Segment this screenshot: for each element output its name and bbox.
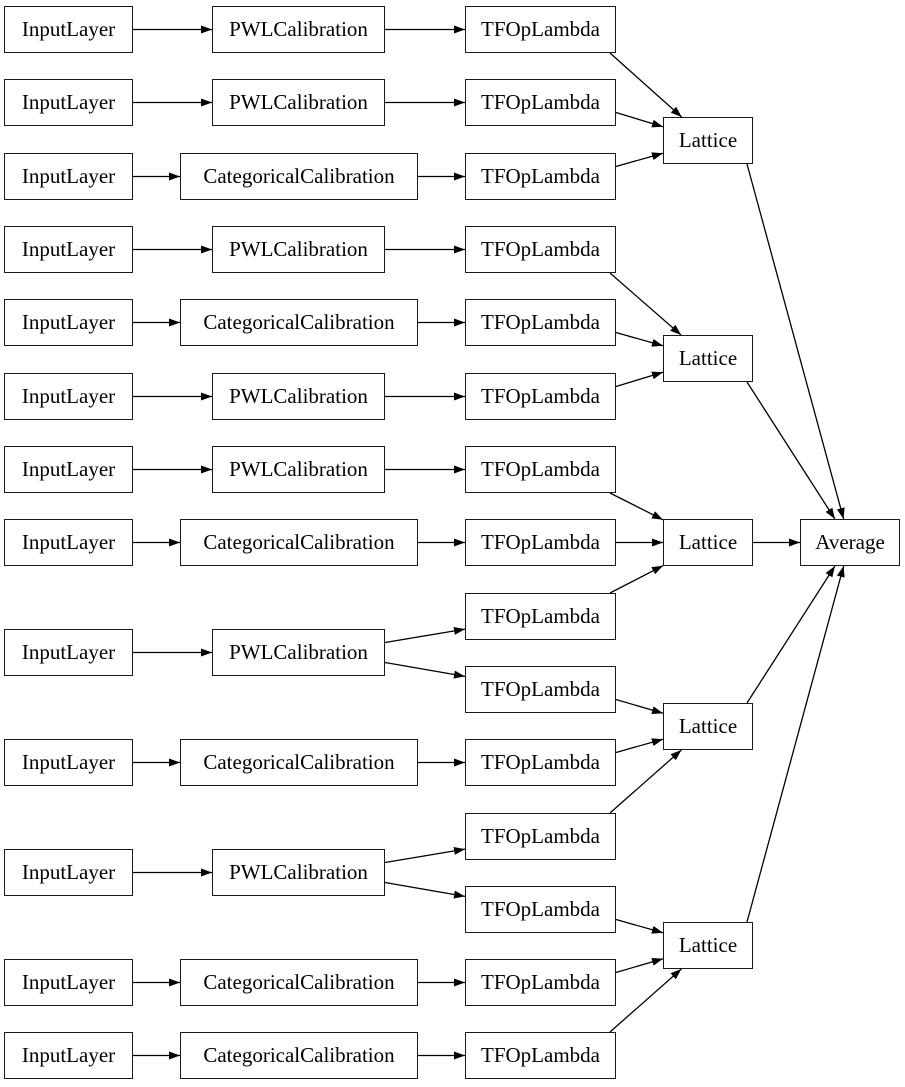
node-tfop-9: TFOpLambda [465, 593, 616, 640]
node-input-8: InputLayer [4, 519, 133, 566]
node-pwlcal-1: PWLCalibration [212, 6, 385, 53]
node-tfop-2: TFOpLambda [465, 79, 616, 126]
edge-tfop-3-lattice-1 [615, 152, 664, 168]
node-pwlcal-6: PWLCalibration [212, 373, 385, 420]
edge-tfop-13-lattice-5 [615, 918, 664, 934]
node-tfop-6: TFOpLambda [465, 373, 616, 420]
edge-tfop-7-lattice-3 [609, 492, 664, 521]
edge-tfop-6-lattice-2 [615, 371, 664, 388]
node-lattice-4: Lattice [663, 703, 753, 750]
node-tfop-11: TFOpLambda [465, 739, 616, 786]
node-input-11: InputLayer [4, 849, 133, 896]
node-input-6: InputLayer [4, 373, 133, 420]
node-tfop-8: TFOpLambda [465, 519, 616, 566]
node-lattice-2: Lattice [663, 335, 753, 382]
edge-lattice-1-average [746, 163, 845, 520]
node-catcal-13: CategoricalCalibration [180, 1032, 418, 1079]
edge-pwlcal-9-tfop-10 [384, 661, 466, 679]
node-lattice-5: Lattice [663, 922, 753, 969]
node-input-1: InputLayer [4, 6, 133, 53]
node-tfop-15: TFOpLambda [465, 1032, 616, 1079]
node-tfop-3: TFOpLambda [465, 153, 616, 200]
node-tfop-13: TFOpLambda [465, 886, 616, 933]
node-input-2: InputLayer [4, 79, 133, 126]
node-average: Average [800, 519, 900, 566]
edge-tfop-1-lattice-1 [609, 52, 683, 118]
edge-tfop-5-lattice-2 [615, 331, 664, 347]
edge-pwlcal-11-tfop-13 [384, 881, 466, 899]
node-lattice-3: Lattice [663, 519, 753, 566]
edge-lattice-4-average [746, 565, 836, 704]
node-pwlcal-4: PWLCalibration [212, 226, 385, 273]
edge-tfop-15-lattice-5 [609, 968, 682, 1033]
edge-pwlcal-9-tfop-9 [384, 626, 466, 644]
edge-lattice-2-average [746, 381, 836, 520]
edge-tfop-11-lattice-4 [615, 738, 664, 754]
edge-tfop-2-lattice-1 [615, 111, 664, 128]
node-pwlcal-7: PWLCalibration [212, 446, 385, 493]
node-lattice-1: Lattice [663, 117, 753, 164]
node-input-3: InputLayer [4, 153, 133, 200]
node-input-9: InputLayer [4, 629, 133, 676]
edge-pwlcal-11-tfop-12 [384, 846, 466, 864]
node-tfop-7: TFOpLambda [465, 446, 616, 493]
edge-tfop-10-lattice-4 [615, 698, 664, 715]
node-tfop-4: TFOpLambda [465, 226, 616, 273]
node-catcal-12: CategoricalCalibration [180, 959, 418, 1006]
node-pwlcal-2: PWLCalibration [212, 79, 385, 126]
edge-tfop-12-lattice-4 [609, 749, 682, 814]
edge-tfop-14-lattice-5 [615, 957, 664, 974]
node-tfop-14: TFOpLambda [465, 959, 616, 1006]
node-pwlcal-11: PWLCalibration [212, 849, 385, 896]
node-input-7: InputLayer [4, 446, 133, 493]
node-tfop-1: TFOpLambda [465, 6, 616, 53]
node-tfop-5: TFOpLambda [465, 299, 616, 346]
node-input-10: InputLayer [4, 739, 133, 786]
node-catcal-8: CategoricalCalibration [180, 519, 418, 566]
edge-tfop-4-lattice-2 [609, 272, 682, 336]
node-input-5: InputLayer [4, 299, 133, 346]
node-input-12: InputLayer [4, 959, 133, 1006]
node-input-4: InputLayer [4, 226, 133, 273]
node-tfop-12: TFOpLambda [465, 813, 616, 860]
node-catcal-3: CategoricalCalibration [180, 153, 418, 200]
node-catcal-5: CategoricalCalibration [180, 299, 418, 346]
node-pwlcal-9: PWLCalibration [212, 629, 385, 676]
edges-group [133, 25, 845, 1060]
edge-lattice-5-average [746, 565, 845, 923]
node-catcal-10: CategoricalCalibration [180, 739, 418, 786]
node-tfop-10: TFOpLambda [465, 666, 616, 713]
edge-tfop-9-lattice-3 [609, 565, 664, 594]
node-input-13: InputLayer [4, 1032, 133, 1079]
